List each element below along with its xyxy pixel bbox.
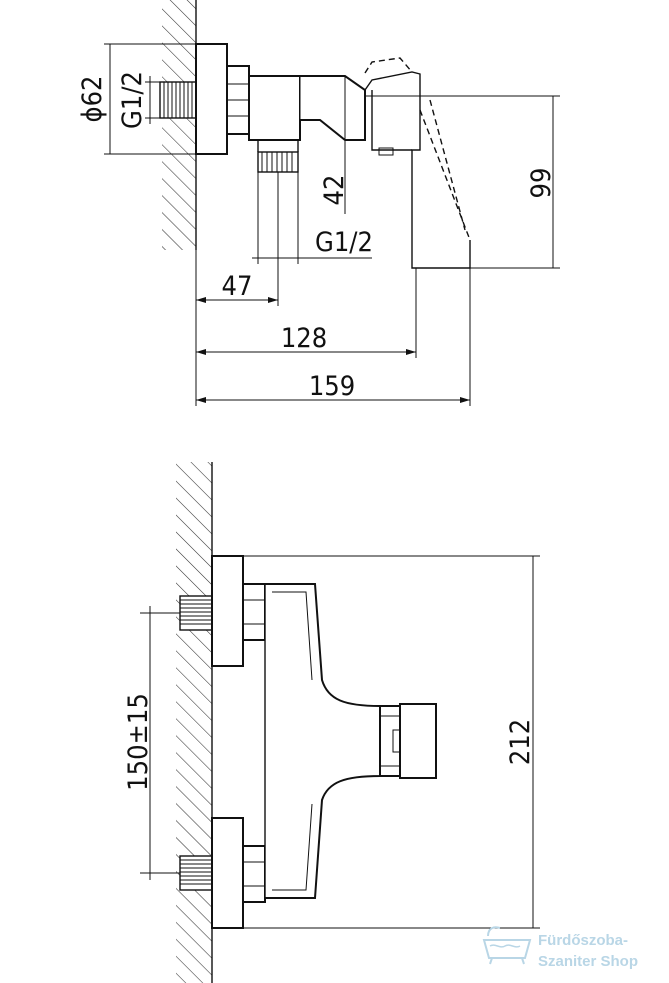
dim-thread-bottom: G1/2 [252, 172, 373, 264]
bathtub-icon [482, 926, 532, 965]
dim-label-212: 212 [505, 719, 536, 765]
escutcheon-lower [211, 817, 266, 929]
dim-label-47: 47 [222, 271, 253, 302]
dim-99: 99 [365, 95, 560, 269]
thread-nipple-lower [179, 855, 213, 891]
watermark: Fürdőszoba- Szaniter Shop [482, 926, 638, 970]
valve-body-top [248, 75, 366, 173]
dim-thread-left: G1/2 [117, 71, 160, 129]
wall-section-top [162, 0, 197, 250]
lever-handle-front [379, 703, 437, 779]
mixer-body-front [264, 583, 381, 899]
dim-47: 47 [196, 172, 279, 306]
dim-label-diameter: ϕ62 [77, 76, 108, 123]
dim-label-thread-left: G1/2 [117, 71, 148, 129]
watermark-line1: Fürdőszoba- [538, 932, 628, 949]
dim-label-99: 99 [526, 168, 557, 199]
thread-nipple-upper [179, 595, 213, 631]
lever-handle-top [364, 57, 471, 269]
dim-label-128: 128 [281, 323, 327, 354]
dim-212: 212 [228, 555, 540, 929]
dim-diameter-62: ϕ62 [77, 43, 196, 155]
dim-42: 42 [319, 96, 350, 214]
dim-150: 150±15 [123, 606, 180, 880]
dim-128: 128 [195, 250, 417, 406]
front-view: 212 150±15 [123, 462, 540, 983]
dim-159: 159 [196, 268, 471, 406]
top-view: ϕ62 G1/2 42 99 G1/2 [77, 0, 560, 406]
dim-label-spacing: 150±15 [123, 693, 154, 791]
escutcheon-upper [211, 555, 266, 667]
thread-nipple-top [159, 81, 197, 119]
dim-label-thread-bottom: G1/2 [315, 227, 373, 258]
watermark-line2: Szaniter Shop [538, 953, 638, 970]
escutcheon-top [195, 43, 228, 155]
hex-nut-top [226, 65, 250, 135]
wall-section-front [176, 462, 213, 983]
dim-label-159: 159 [309, 371, 355, 402]
dim-label-42: 42 [319, 175, 350, 206]
